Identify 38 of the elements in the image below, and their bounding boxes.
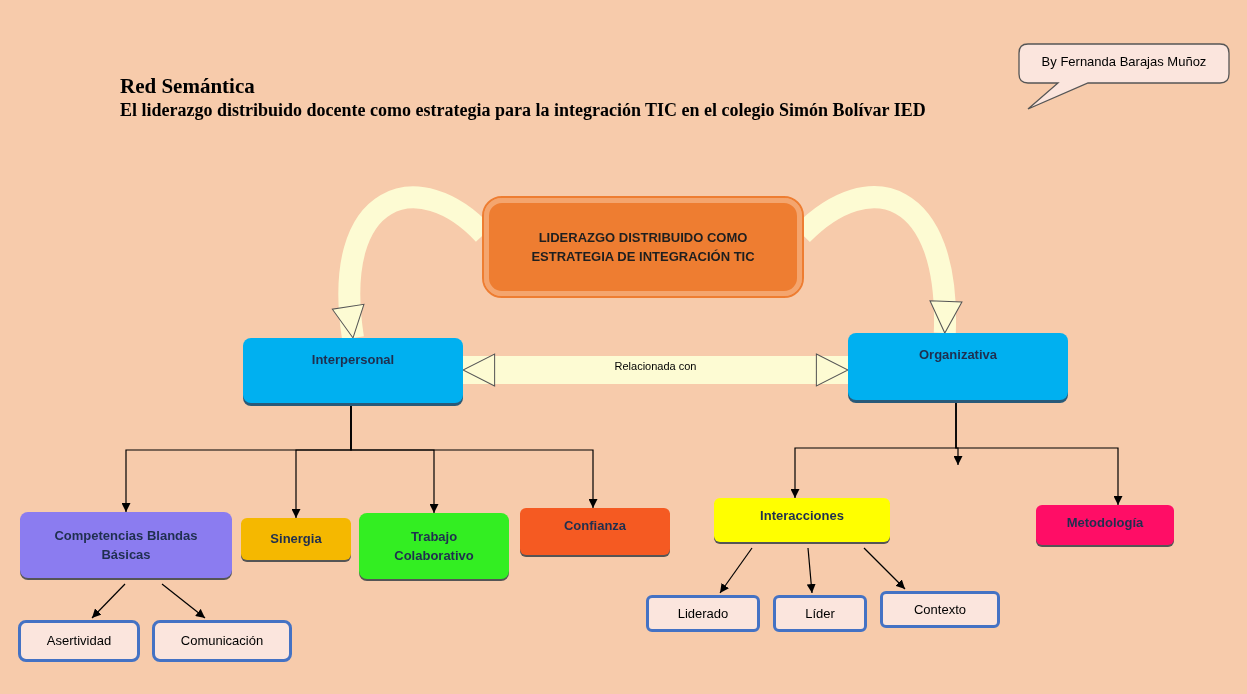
- concept-box: [359, 513, 509, 579]
- subtitle: El liderazgo distribuido docente como estrategia para la integración TIC en el colegio Simón Bolívar IED: [120, 101, 926, 119]
- node-text: Metodología: [1066, 514, 1144, 532]
- node-text: Interacciones: [760, 507, 844, 525]
- arrow: [161, 583, 206, 619]
- category-box: [243, 338, 463, 403]
- concept-box: [1036, 505, 1174, 545]
- node-text: LIDERAZGO DISTRIBUIDO COMO ESTRATEGIA DE INTEGRACIÓN TIC: [530, 228, 756, 266]
- title: Red Semántica: [120, 76, 255, 97]
- node-text: Interpersonal: [311, 351, 395, 369]
- subconcept-box: [880, 591, 1000, 628]
- node-text: Liderado: [677, 604, 729, 623]
- speech-bubble: [1018, 43, 1230, 111]
- node-text: Organizativa: [919, 346, 997, 364]
- concept-box: [20, 512, 232, 578]
- node-text: Competencias Blandas Básicas: [53, 526, 199, 564]
- subconcept-box: [18, 620, 140, 662]
- concept-box: [714, 498, 890, 542]
- subconcept-box: [773, 595, 867, 632]
- category-box: [848, 333, 1068, 400]
- node-text: Sinergia: [270, 530, 322, 549]
- subconcept-box: [152, 620, 292, 662]
- arrow: [719, 547, 753, 594]
- node-text: Trabajo Colaborativo: [393, 527, 475, 565]
- node-text: Líder: [805, 604, 835, 623]
- topic-box: [484, 198, 802, 296]
- node-text: By Fernanda Barajas Muñoz: [1041, 53, 1207, 71]
- node-text: Asertividad: [46, 632, 112, 651]
- node-text: Confianza: [563, 517, 627, 535]
- node-text: Comunicación: [180, 632, 264, 651]
- arrow: [91, 583, 126, 619]
- node-text: Contexto: [913, 600, 966, 619]
- arrow: [806, 547, 816, 594]
- concept-box: [520, 508, 670, 555]
- subconcept-box: [646, 595, 760, 632]
- concept-box: [241, 518, 351, 560]
- arrow: [863, 547, 906, 590]
- double-block-arrow: [462, 353, 849, 387]
